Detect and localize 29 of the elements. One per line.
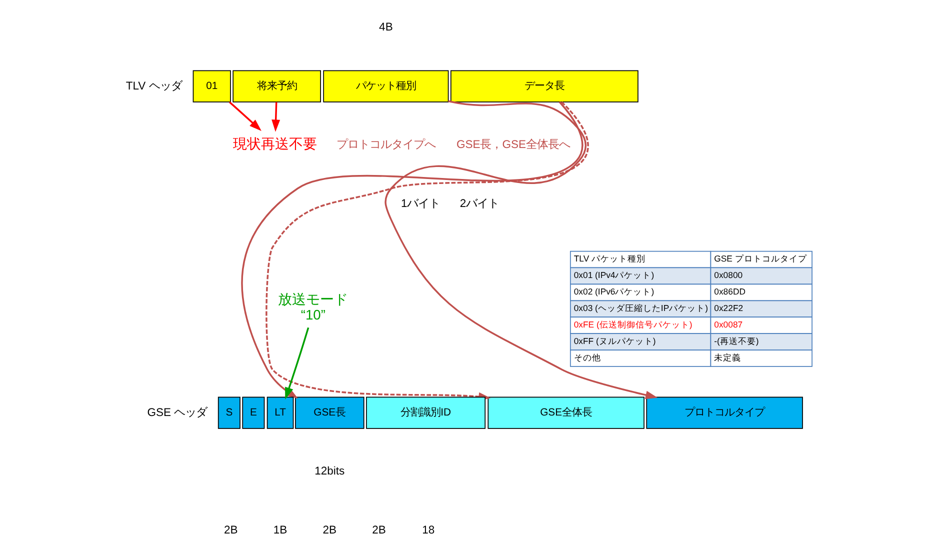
label: 0x22F2 [714,303,744,314]
label: 0xFE (伝送制御信号パケット) [574,320,692,330]
label: 0x02 (IPv6パケット) [574,286,654,297]
label: 0x03 (ヘッダ圧縮したIPパケット) [574,303,708,314]
label: 18 [422,524,435,537]
label: 1B [273,524,288,537]
label: 1バイト [400,198,440,210]
label: 2バイト [460,198,500,210]
node-text: 現状再送不要 [233,135,318,152]
label: GSE長，GSE全体長へ [456,139,570,152]
label: 4B [379,21,393,34]
label: -(再送不要) [714,336,759,346]
label: 0x01 (IPv4パケット) [574,270,654,280]
label: GSE ヘッダ [147,406,208,419]
label: 0xFF (ヌルパケット) [574,336,656,346]
label: TLV ヘッダ [126,80,182,92]
label: その他 [574,352,601,362]
node-text: 放送モード “10” [278,290,348,323]
label: プロトコルタイプへ [336,139,436,152]
label: 未定義 [714,352,742,362]
label: TLV パケット種別 [574,254,646,264]
label: GSE プロトコルタイプ [714,254,807,264]
label: 0x0087 [714,320,743,330]
label: 12bits [314,466,345,478]
label: 0x0800 [714,270,743,280]
label: 2B [322,524,337,537]
label: 0x86DD [714,286,746,297]
label: 2B [372,524,386,537]
label: 2B [224,524,238,537]
